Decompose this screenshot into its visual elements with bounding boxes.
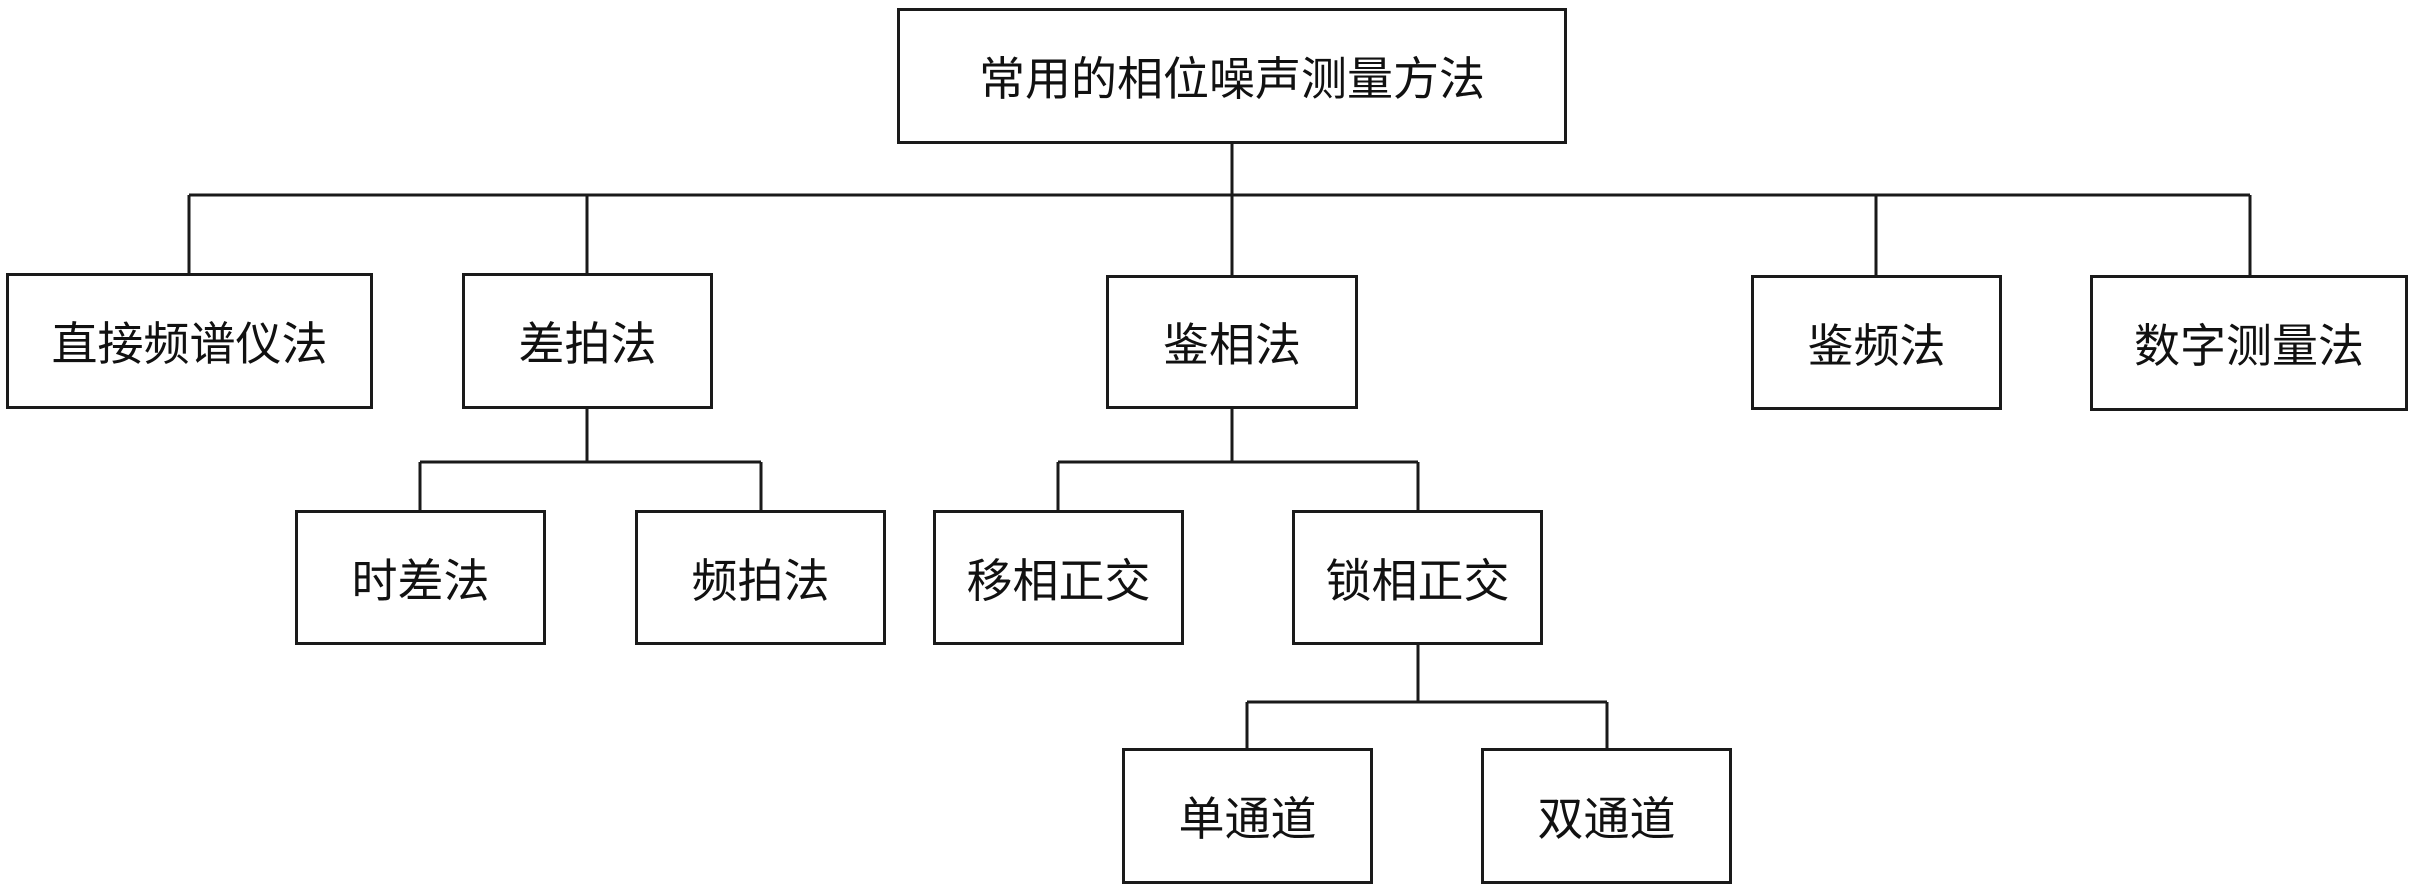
node-dual-channel: 双通道 (1481, 748, 1732, 884)
node-digital-measurement-method: 数字测量法 (2090, 275, 2408, 411)
root-node: 常用的相位噪声测量方法 (897, 8, 1567, 144)
node-direct-spectrum-method: 直接频谱仪法 (6, 273, 373, 409)
node-single-channel: 单通道 (1122, 748, 1373, 884)
node-phase-shift-quadrature: 移相正交 (933, 510, 1184, 645)
node-frequency-discrimination-method: 鉴频法 (1751, 275, 2002, 410)
node-phase-lock-quadrature: 锁相正交 (1292, 510, 1543, 645)
node-phase-detection-method: 鉴相法 (1106, 275, 1358, 409)
node-time-difference-method: 时差法 (295, 510, 546, 645)
node-frequency-beat-method: 频拍法 (635, 510, 886, 645)
node-beat-method: 差拍法 (462, 273, 713, 409)
